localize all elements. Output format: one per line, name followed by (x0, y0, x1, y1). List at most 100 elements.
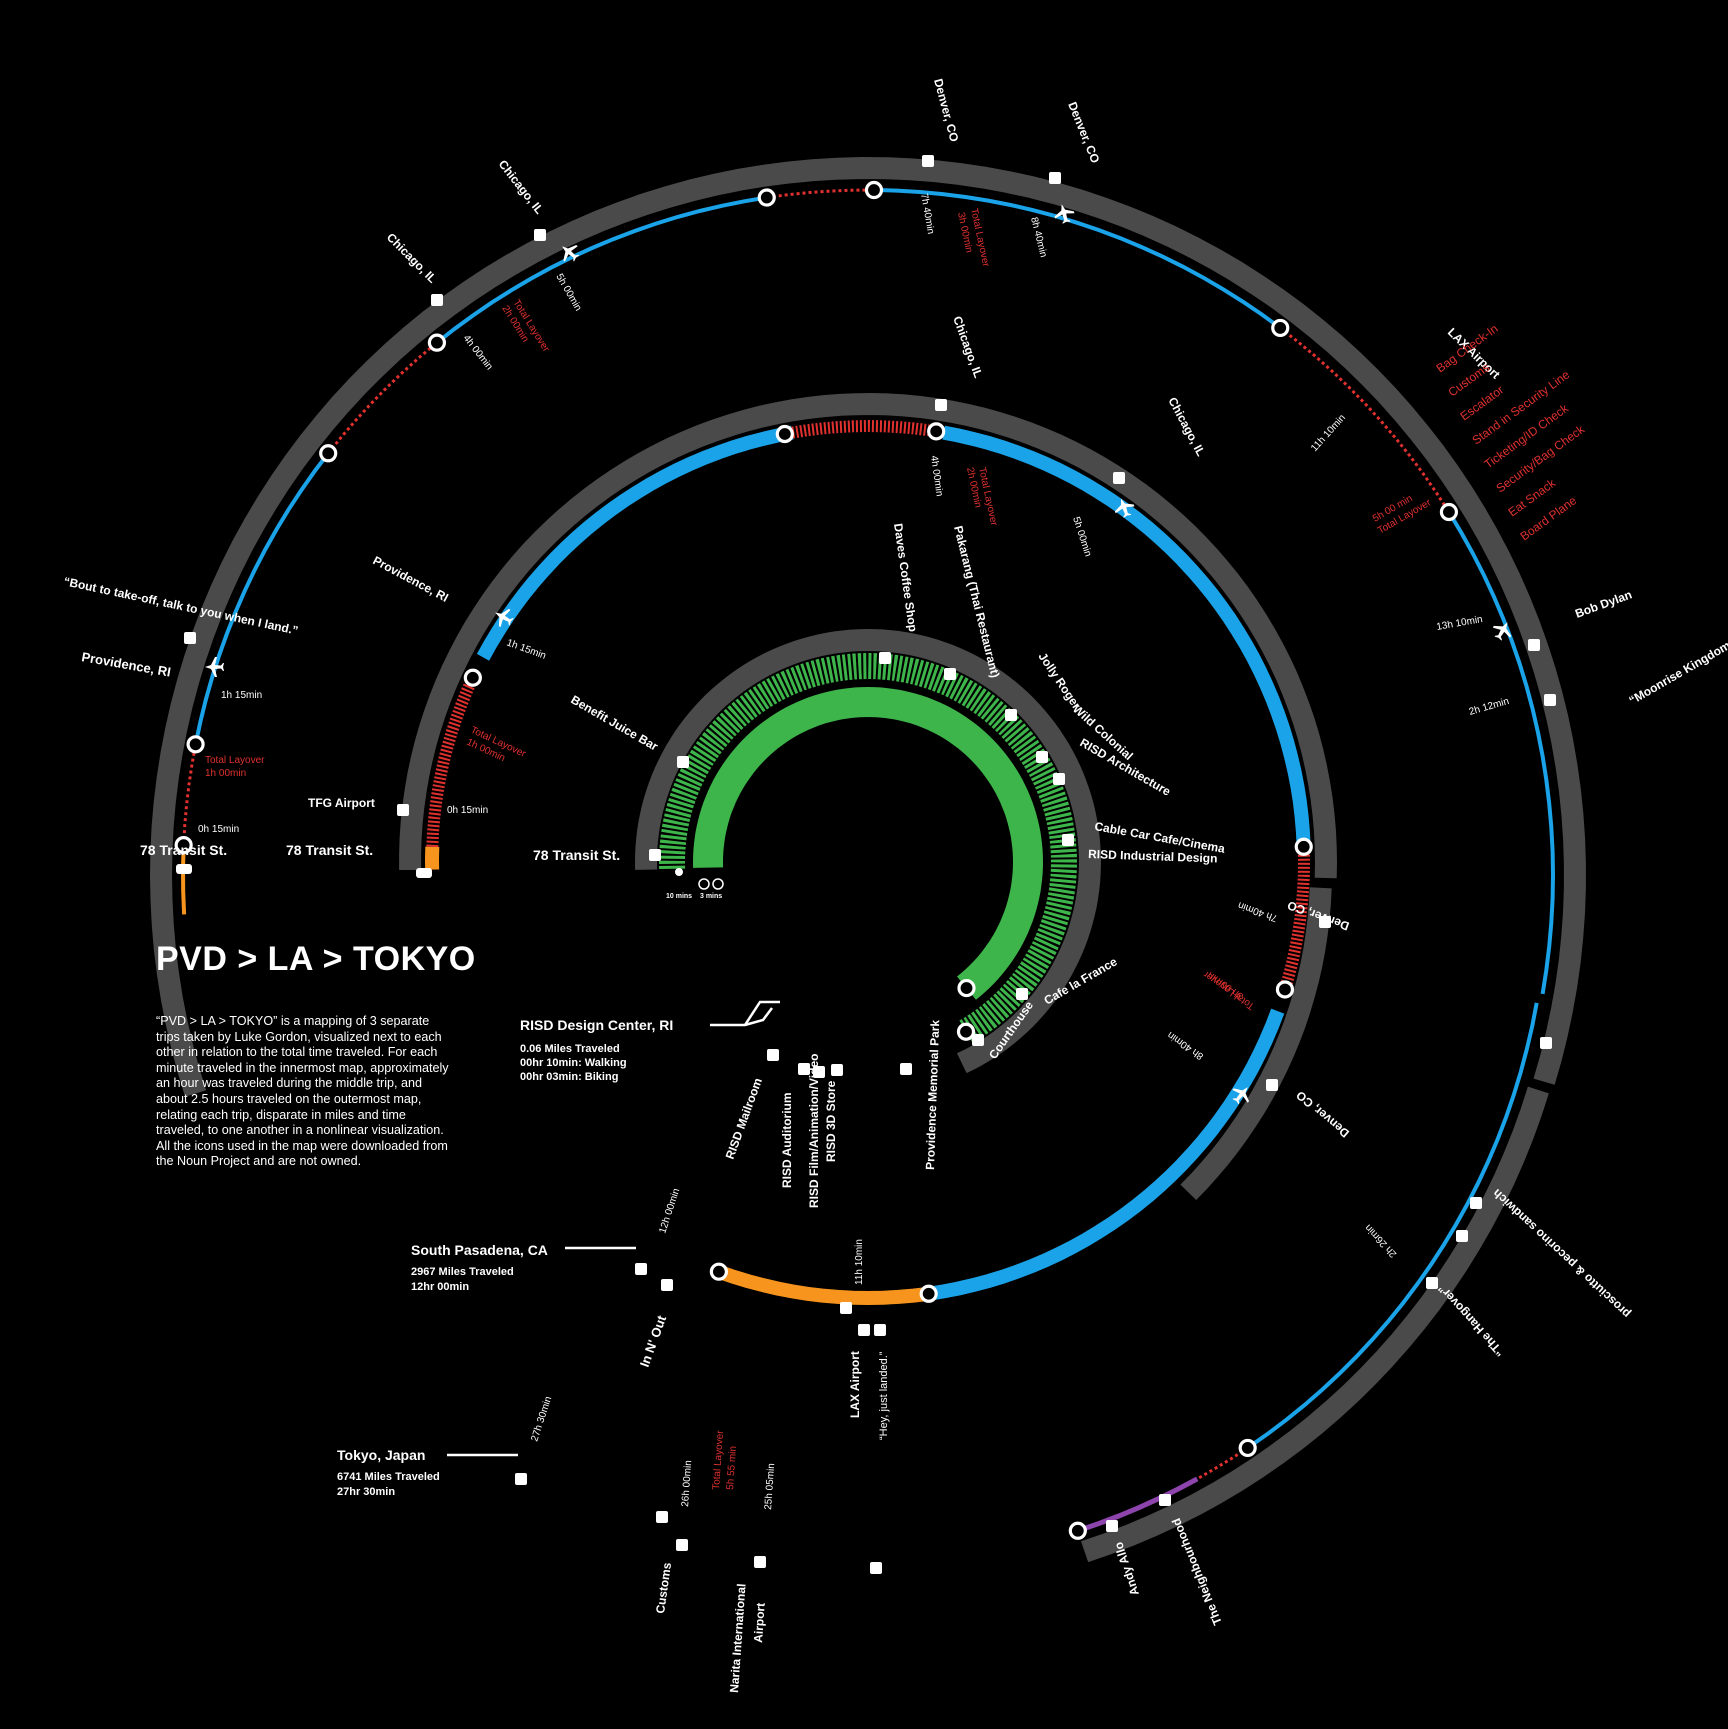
middle-waypoint-icon (661, 1279, 673, 1291)
outer-stop-node (757, 188, 776, 207)
inner-waypoint-icon (972, 1034, 984, 1046)
outer-layover-4 (1279, 326, 1451, 513)
middle-stat: 2967 Miles Traveled (411, 1266, 514, 1278)
middle-waypoint-icon (635, 1263, 647, 1275)
middle-label-chicago-1: Chicago, IL (950, 314, 985, 380)
inner-track (634, 628, 1102, 1074)
middle-label-providence: Providence, RI (371, 553, 451, 605)
outer-time: 26h 00min (680, 1460, 694, 1507)
outer-car-segment (180, 845, 187, 915)
outer-waypoint-icon (676, 1539, 688, 1551)
inner-walk-segment (658, 652, 1078, 1043)
middle-label-tfg: TFG Airport (308, 796, 375, 810)
plane-icon (1232, 1087, 1250, 1105)
outer-waypoint-icon (754, 1556, 766, 1568)
middle-stop-node (709, 1262, 728, 1281)
inner-waypoint-icon (798, 1063, 810, 1075)
middle-label-innout: In N' Out (637, 1313, 670, 1369)
middle-track (399, 392, 1338, 879)
outer-label-chicago-2: Chicago, IL (496, 157, 547, 217)
middle-destination: South Pasadena, CA (411, 1242, 548, 1258)
car-icon (176, 864, 192, 874)
middle-waypoint-icon (858, 1324, 870, 1336)
inner-stat: 00hr 10min: Walking (520, 1057, 627, 1069)
inner-waypoint-icon (879, 652, 891, 664)
outer-flight-3 (873, 188, 1282, 330)
inner-place-label: RISD Industrial Design (1088, 847, 1218, 866)
outer-train-segment (1076, 1476, 1199, 1534)
middle-layover-3 (1279, 846, 1311, 992)
outer-time: 1h 15min (221, 690, 262, 701)
inner-place-label: RISD Film/Animation/Video (807, 1054, 821, 1208)
inner-waypoint-icon (900, 1063, 912, 1075)
outer-waypoint-icon (431, 294, 443, 306)
outer-stop-node (427, 333, 447, 352)
outer-stat: 6741 Miles Traveled (337, 1471, 440, 1483)
outer-layover-1 (182, 744, 198, 846)
plane-icon (495, 608, 514, 628)
middle-time: 0h 15min (447, 805, 488, 816)
inner-place-label: RISD 3D Store (824, 1080, 838, 1162)
outer-waypoint-icon (184, 632, 196, 644)
middle-waypoint-icon (1266, 1079, 1278, 1091)
inner-waypoint-icon (1016, 988, 1028, 1000)
outer-time: 25h 05min (763, 1463, 777, 1510)
outer-stop-node (174, 836, 193, 855)
middle-stop-node (775, 424, 794, 444)
outer-waypoint-icon (1528, 639, 1540, 651)
inner-stat: 00hr 03min: Biking (520, 1071, 618, 1083)
outer-flight-2 (435, 195, 768, 345)
bike-icon (712, 878, 724, 890)
outer-quote: “Bout to take-off, talk to you when I la… (62, 574, 299, 637)
outer-waypoint-icon (1159, 1494, 1171, 1506)
inner-waypoint-icon (1005, 709, 1017, 721)
inner-waypoint-icon (767, 1049, 779, 1061)
middle-time: 8h 40min (1166, 1029, 1206, 1062)
outer-flight-5 (1246, 1002, 1539, 1450)
middle-time: 12h 00min (657, 1187, 682, 1235)
outer-destination: Tokyo, Japan (337, 1447, 425, 1463)
outer-track-tail (1081, 1086, 1549, 1563)
bike-time-label: 3 mins (700, 893, 722, 900)
walk-icon (675, 868, 683, 876)
inner-waypoint-icon (1053, 773, 1065, 785)
outer-waypoint-icon (1426, 1277, 1438, 1289)
outer-waypoint-icon (1456, 1230, 1468, 1242)
outer-label-bob-dylan: Bob Dylan (1573, 587, 1634, 620)
middle-waypoint-icon (1319, 916, 1331, 928)
middle-time: 5h 00min (1070, 516, 1093, 559)
middle-label-chicago-2: Chicago, IL (1165, 395, 1208, 459)
middle-waypoint-icon (397, 804, 409, 816)
inner-waypoint-icon (1062, 834, 1074, 846)
inner-waypoint-icon (831, 1064, 843, 1076)
middle-flight-2 (942, 425, 1311, 848)
middle-flight-3 (927, 1008, 1285, 1301)
plane-icon (205, 657, 224, 677)
inner-waypoint-icon (813, 1066, 825, 1078)
middle-waypoint-icon (840, 1302, 852, 1314)
outer-waypoint-icon (1049, 172, 1061, 184)
outer-stop-node (1271, 318, 1290, 338)
middle-stop-node (919, 1284, 938, 1303)
inner-destination: RISD Design Center, RI (520, 1017, 673, 1033)
outer-label-denver-1: Denver, CO (931, 77, 961, 143)
outer-stop-node (1238, 1438, 1257, 1458)
middle-waypoint-icon (935, 399, 947, 411)
middle-label-lax: LAX Airport (848, 1351, 862, 1418)
middle-label-denver-2: Denver, CO (1293, 1088, 1352, 1140)
outer-label-denver-2: Denver, CO (1065, 100, 1102, 165)
outer-layover-label: Total Layover (205, 755, 265, 766)
leader-line (710, 1000, 780, 1027)
outer-time: 4h 00min (461, 333, 495, 372)
inner-place-label: RISD Mailroom (723, 1076, 765, 1161)
outer-label-chicago-1: Chicago, IL (384, 230, 440, 286)
plane-icon (1492, 622, 1512, 641)
plane-icon (1054, 204, 1075, 224)
outer-label-prosciutto: prosciutto & pecorino sandwich (1490, 1186, 1633, 1321)
middle-time: 11h 10min (854, 1239, 865, 1285)
outer-layover-2 (327, 341, 438, 455)
middle-layover-2 (791, 419, 930, 439)
inner-bike-segment (692, 686, 1044, 1000)
outer-label-narita-2: Airport (751, 1602, 768, 1643)
outer-waypoint-icon (1544, 694, 1556, 706)
